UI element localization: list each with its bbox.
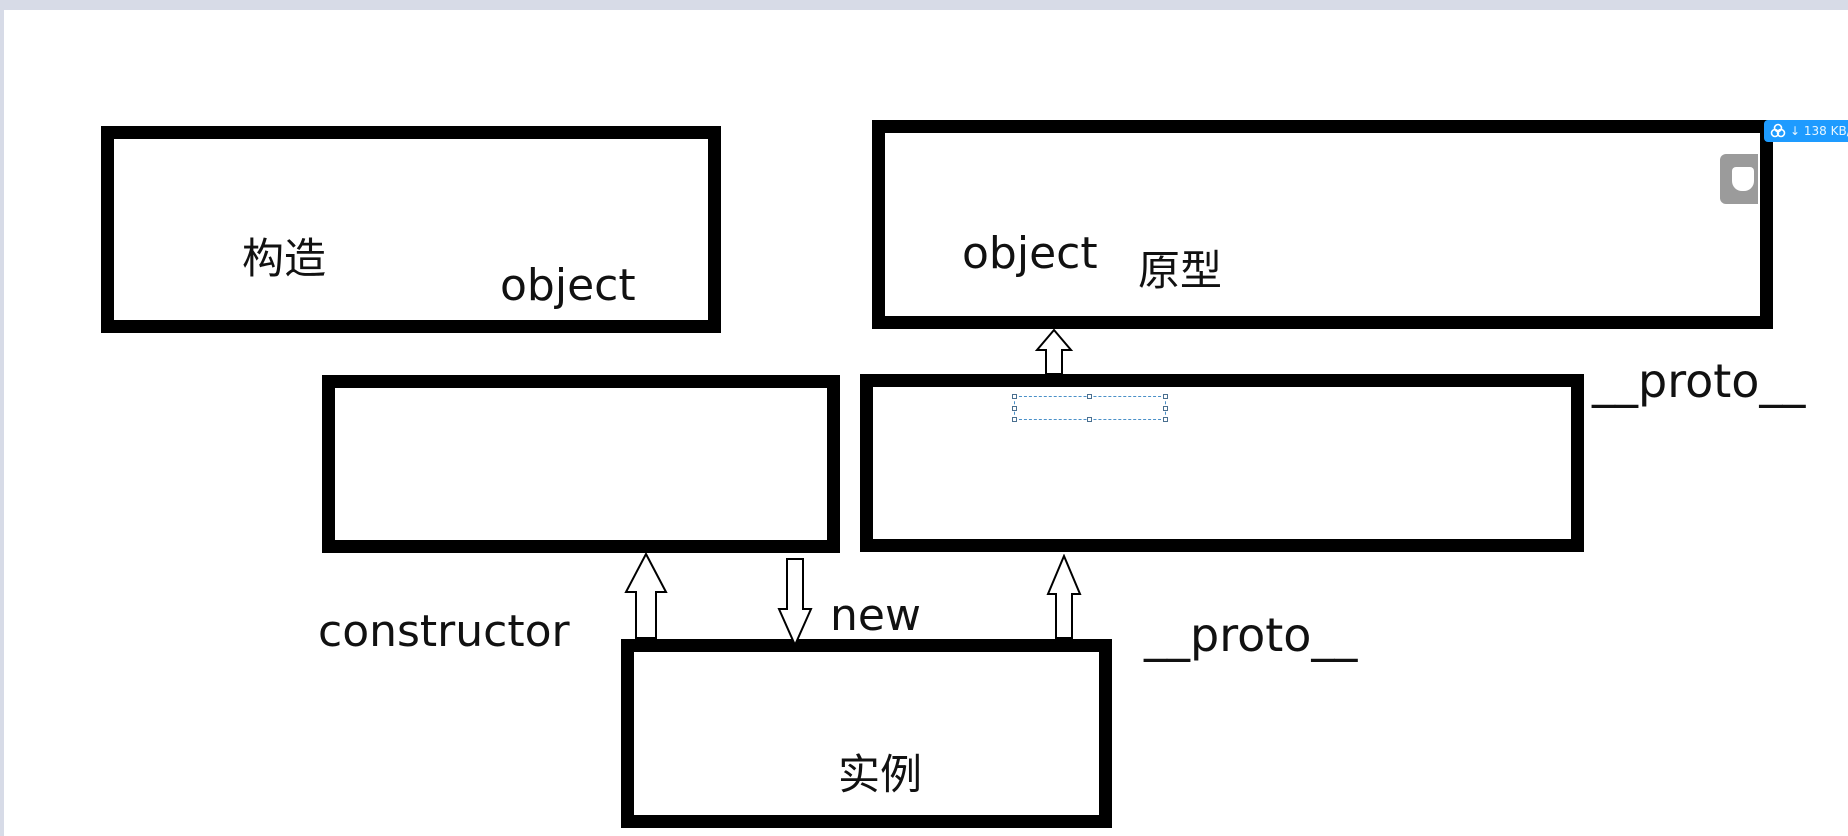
side-panel-icon (1732, 167, 1754, 191)
prototype-box[interactable] (860, 374, 1584, 552)
proto-label-bottom: __proto__ (1144, 608, 1358, 662)
selection-handle[interactable] (1163, 394, 1168, 399)
constructor-cn-label: 构造 (242, 234, 327, 283)
prototype-object-label: object (962, 228, 1098, 279)
drawing-canvas[interactable]: 构造 object object 原型 __proto__ 实例 constru… (4, 10, 1848, 836)
selection-handle[interactable] (1087, 394, 1092, 399)
constructor-object-box[interactable] (101, 126, 721, 333)
proto-label-right: __proto__ (1592, 354, 1806, 408)
window-left-border (0, 10, 4, 836)
selection-handle[interactable] (1012, 417, 1017, 422)
new-label: new (830, 590, 921, 641)
selection-handle[interactable] (1087, 417, 1092, 422)
up-arrow-to-prototype-icon (1034, 328, 1074, 375)
down-arrow-new-icon (777, 558, 813, 647)
instance-box[interactable] (621, 639, 1112, 828)
instance-label: 实例 (838, 750, 923, 799)
constructor-function-box[interactable] (322, 375, 840, 553)
selection-handle[interactable] (1163, 417, 1168, 422)
up-arrow-constructor-icon (624, 552, 668, 639)
download-speed-badge[interactable]: ↓ 138 KB/ (1764, 120, 1848, 142)
cloud-icon (1770, 123, 1786, 138)
constructor-object-label: object (500, 260, 636, 311)
selection-handle[interactable] (1012, 406, 1017, 411)
prototype-cn-label: 原型 (1138, 246, 1223, 295)
download-speed-text: ↓ 138 KB/ (1790, 124, 1848, 138)
prototype-object-box[interactable] (872, 120, 1773, 329)
side-panel-button[interactable] (1720, 154, 1758, 204)
selection-handle[interactable] (1163, 406, 1168, 411)
constructor-label: constructor (318, 606, 570, 657)
window-top-border (0, 0, 1848, 10)
up-arrow-proto-icon (1046, 554, 1082, 639)
selection-handle[interactable] (1012, 394, 1017, 399)
